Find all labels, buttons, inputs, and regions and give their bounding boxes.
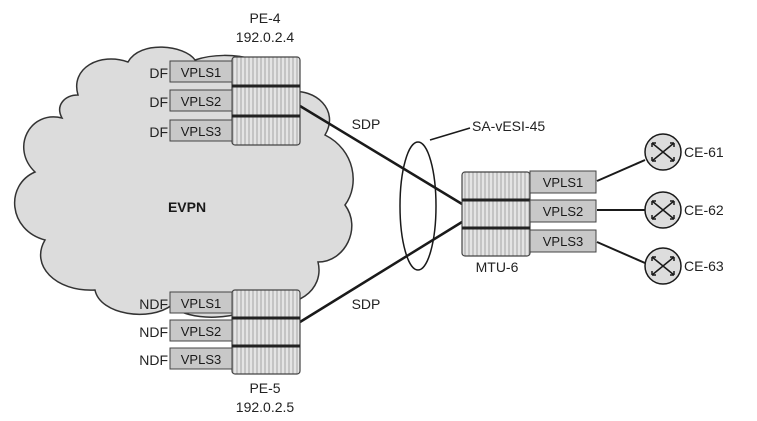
ce61-label: CE-61 xyxy=(684,144,724,160)
mtu6-vpls-box-1 xyxy=(529,170,597,194)
mtu6-vpls-label-3: VPLS3 xyxy=(543,234,583,249)
pe4-name: PE-4 xyxy=(249,10,280,26)
pe4-vpls-3: DF VPLS3 xyxy=(149,119,233,142)
pe5-node: NDF VPLS1 NDF VPLS2 NDF VPLS3 PE-5 192.0… xyxy=(139,289,301,415)
pe4-vpls-box-2 xyxy=(169,89,233,112)
pe5-role-3: NDF xyxy=(139,352,168,368)
pe4-vpls-box-1 xyxy=(169,60,233,83)
pe5-vpls-3: NDF VPLS3 xyxy=(139,347,233,370)
pe4-vpls-2: DF VPLS2 xyxy=(149,89,233,112)
evpn-cloud xyxy=(13,46,354,318)
pe4-switch-stack-icon xyxy=(231,56,301,146)
pe4-node: PE-4 192.0.2.4 DF VPLS1 DF VPLS2 DF VPLS… xyxy=(149,10,301,146)
pe4-role-3: DF xyxy=(149,124,168,140)
pe5-vpls-box-1 xyxy=(169,291,233,314)
ce63: CE-63 xyxy=(644,247,724,285)
sdp-link-pe5 xyxy=(299,220,463,324)
sdp-label-top: SDP xyxy=(352,116,381,132)
pe4-vpls-1: DF VPLS1 xyxy=(149,60,233,83)
ce62-label: CE-62 xyxy=(684,202,724,218)
pe4-role-2: DF xyxy=(149,94,168,110)
pe5-ip: 192.0.2.5 xyxy=(236,399,295,415)
pe4-vpls-box-3 xyxy=(169,119,233,142)
pe5-vpls-2: NDF VPLS2 xyxy=(139,319,233,342)
mtu6-vpls-box-2 xyxy=(529,199,597,223)
pe5-vpls-box-2 xyxy=(169,319,233,342)
mtu6-name: MTU-6 xyxy=(476,259,519,275)
evpn-label: EVPN xyxy=(168,199,206,215)
ce63-link xyxy=(596,241,646,264)
esi-ellipse xyxy=(399,141,437,271)
mtu6-node: VPLS1 VPLS2 VPLS3 MTU-6 xyxy=(461,170,597,275)
pe4-role-1: DF xyxy=(149,65,168,81)
pe5-role-2: NDF xyxy=(139,324,168,340)
pe5-vpls-label-3: VPLS3 xyxy=(181,352,221,367)
esi-pointer xyxy=(429,127,471,141)
ce63-label: CE-63 xyxy=(684,258,724,274)
esi-label: SA-vESI-45 xyxy=(472,118,545,134)
ce61: CE-61 xyxy=(644,133,724,171)
pe5-vpls-box-3 xyxy=(169,347,233,370)
pe4-ip: 192.0.2.4 xyxy=(236,29,295,45)
pe5-vpls-label-1: VPLS1 xyxy=(181,296,221,311)
mtu6-vpls-label-2: VPLS2 xyxy=(543,204,583,219)
pe5-vpls-1: NDF VPLS1 xyxy=(139,291,233,314)
ce61-link xyxy=(596,159,646,182)
pe4-vpls-label-1: VPLS1 xyxy=(181,65,221,80)
sdp-label-bottom: SDP xyxy=(352,296,381,312)
pe5-vpls-label-2: VPLS2 xyxy=(181,324,221,339)
pe5-role-1: NDF xyxy=(139,296,168,312)
pe5-name: PE-5 xyxy=(249,380,280,396)
mtu6-vpls-label-1: VPLS1 xyxy=(543,175,583,190)
ce62: CE-62 xyxy=(644,191,724,229)
mtu6-switch-stack-icon xyxy=(461,171,531,257)
mtu6-vpls-box-3 xyxy=(529,229,597,253)
pe4-vpls-label-2: VPLS2 xyxy=(181,94,221,109)
pe4-vpls-label-3: VPLS3 xyxy=(181,124,221,139)
pe5-switch-stack-icon xyxy=(231,289,301,375)
